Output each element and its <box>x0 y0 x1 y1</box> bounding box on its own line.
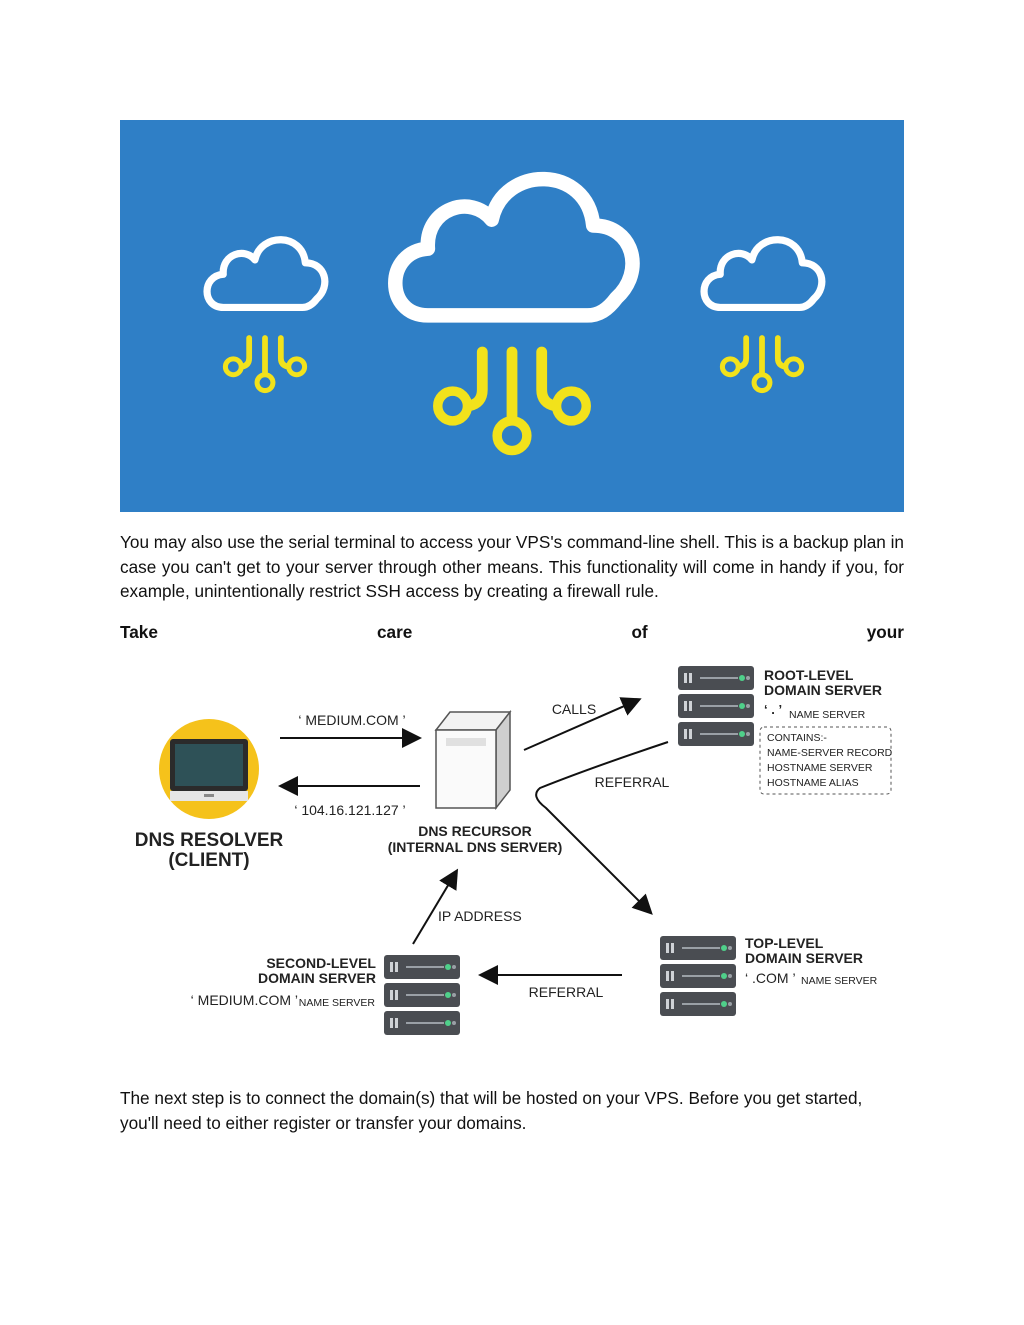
word: care <box>376 622 413 642</box>
body-paragraph: You may also use the serial terminal to … <box>120 532 904 601</box>
take-care-line: Take care of your <box>120 620 904 644</box>
hero-image <box>120 120 904 512</box>
tld-server-icon <box>660 936 736 1016</box>
root-server-icon <box>678 666 754 746</box>
sld-ns: NAME SERVER <box>299 997 376 1009</box>
cloud-circuit-icon <box>395 179 632 315</box>
cloud-circuit-icon <box>704 240 822 308</box>
contains-line: HOSTNAME ALIAS <box>767 777 859 789</box>
referral-root-label: REFERRAL <box>595 774 670 790</box>
root-subtitle: DOMAIN SERVER <box>764 682 882 698</box>
circuit-icon <box>225 338 304 391</box>
recursor-subtitle: (INTERNAL DNS SERVER) <box>388 839 563 855</box>
ip-address-label: IP ADDRESS <box>438 908 522 924</box>
root-ns: NAME SERVER <box>789 709 866 721</box>
sld-medium: ‘ MEDIUM.COM ’ <box>191 992 298 1008</box>
ip-address-arrow <box>412 868 459 945</box>
circuit-icon <box>438 352 587 451</box>
word: Take <box>120 622 158 642</box>
cloud-network-illustration <box>120 120 904 512</box>
sld-server-icon <box>384 955 460 1035</box>
calls-arrow <box>523 697 642 751</box>
body-paragraph: The next step is to connect the domain(s… <box>120 1088 863 1133</box>
word: of <box>631 622 648 642</box>
query-label: ‘ MEDIUM.COM ’ <box>298 712 405 728</box>
circuit-icon <box>722 338 801 391</box>
referral-arrow <box>535 741 669 915</box>
root-dot: ‘ . ’ <box>764 702 782 717</box>
tld-ns: NAME SERVER <box>801 975 878 987</box>
tld-com: ‘ .COM ’ <box>745 970 796 986</box>
tld-title: TOP-LEVEL <box>745 935 824 951</box>
recursor-server-icon <box>434 709 512 811</box>
root-title: ROOT-LEVEL <box>764 667 854 683</box>
recursor-title: DNS RECURSOR <box>418 823 532 839</box>
sld-subtitle: DOMAIN SERVER <box>258 970 376 986</box>
dns-diagram: DNS RESOLVER (CLIENT) ‘ MEDIUM.COM ’ ‘ 1… <box>120 650 904 1050</box>
contains-line: CONTAINS:- <box>767 732 827 744</box>
sld-title: SECOND-LEVEL <box>266 955 376 971</box>
cloud-circuit-icon <box>207 240 325 308</box>
resolver-title: DNS RESOLVER <box>135 830 284 851</box>
contains-line: NAME-SERVER RECORD <box>767 747 893 759</box>
contains-box <box>759 726 892 795</box>
answer-label: ‘ 104.16.121.127 ’ <box>294 802 405 818</box>
word: your <box>866 622 904 642</box>
client-computer-icon <box>159 719 259 819</box>
contains-line: HOSTNAME SERVER <box>767 762 873 774</box>
tld-subtitle: DOMAIN SERVER <box>745 950 863 966</box>
referral-tld-label: REFERRAL <box>529 984 604 1000</box>
calls-label: CALLS <box>552 701 596 717</box>
resolver-subtitle: (CLIENT) <box>168 850 249 871</box>
